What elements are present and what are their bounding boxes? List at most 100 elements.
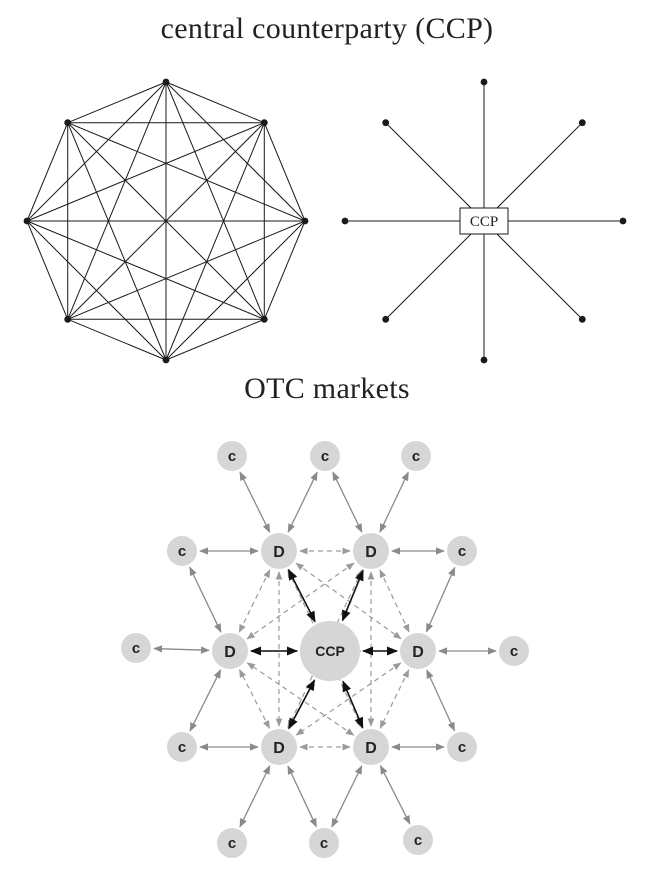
- client-node: [167, 732, 197, 762]
- client-dealer-link: [239, 471, 271, 533]
- client-node-label: c: [458, 543, 466, 560]
- mesh-edge: [165, 122, 265, 361]
- client-dealer-link: [426, 669, 456, 732]
- client-node: [310, 441, 340, 471]
- dealer-dealer-link: [238, 569, 271, 633]
- mesh-node: [260, 315, 268, 323]
- client-node-label: c: [458, 739, 466, 756]
- mesh-node: [23, 217, 31, 225]
- client-node-label: c: [414, 832, 422, 849]
- client-dealer-link: [332, 471, 363, 533]
- ccp-star: CCP: [341, 78, 627, 364]
- client-node-label: c: [178, 739, 186, 756]
- mesh-node: [64, 119, 72, 127]
- client-dealer-link: [189, 566, 222, 633]
- client-node-label: c: [132, 640, 140, 657]
- top-title: central counterparty (CCP): [160, 12, 494, 45]
- mesh-edge: [165, 318, 265, 361]
- ccp-box-label: CCP: [470, 214, 498, 230]
- client-dealer-link: [425, 566, 456, 633]
- client-node: [121, 633, 151, 663]
- client-node-label: c: [510, 643, 518, 660]
- mesh-node: [162, 78, 170, 86]
- dealer-node: [400, 633, 436, 669]
- client-node: [447, 732, 477, 762]
- dealer-node: [212, 633, 248, 669]
- client-node: [217, 828, 247, 858]
- client-node-label: c: [178, 543, 186, 560]
- star-spoke: [385, 220, 485, 320]
- dealer-node-label: D: [365, 740, 377, 757]
- mesh-node: [260, 119, 268, 127]
- client-node-label: c: [228, 448, 236, 465]
- star-spoke: [483, 122, 583, 222]
- mesh-edge: [67, 318, 167, 361]
- client-node: [217, 441, 247, 471]
- star-node: [382, 315, 390, 323]
- dealer-node: [353, 729, 389, 765]
- dealer-dealer-link: [239, 668, 270, 730]
- dealer-node: [353, 533, 389, 569]
- mesh-edge: [26, 122, 265, 222]
- mesh-edge: [67, 122, 167, 361]
- mesh-node: [64, 315, 72, 323]
- dealer-dealer-link: [379, 569, 410, 633]
- client-node: [167, 536, 197, 566]
- dealer-node-label: D: [273, 544, 285, 561]
- dealer-node: [261, 729, 297, 765]
- mesh-edge: [26, 122, 69, 222]
- star-node: [578, 119, 586, 127]
- dealer-node-label: D: [365, 544, 377, 561]
- mesh-edge: [165, 81, 265, 320]
- mesh-edge: [26, 220, 69, 320]
- mesh-node: [162, 356, 170, 364]
- star-node: [578, 315, 586, 323]
- star-spoke: [483, 220, 583, 320]
- dealer-ccp-link: [342, 680, 364, 729]
- client-node-label: c: [412, 448, 420, 465]
- star-node: [480, 78, 488, 86]
- client-node-label: c: [321, 448, 329, 465]
- client-dealer-link: [379, 471, 409, 533]
- client-node: [447, 536, 477, 566]
- mesh-node: [301, 217, 309, 225]
- dealer-ccp-link: [287, 568, 316, 623]
- client-dealer-link: [287, 471, 318, 533]
- mesh-edge: [67, 81, 167, 320]
- mesh-edge: [67, 220, 306, 320]
- client-dealer-link: [331, 765, 363, 828]
- dealer-dealer-link: [379, 669, 410, 729]
- bilateral-mesh: [23, 78, 309, 364]
- dealer-node-label: D: [224, 644, 236, 661]
- client-dealer-link: [239, 765, 271, 828]
- client-node: [403, 825, 433, 855]
- mesh-edge: [26, 220, 265, 320]
- ccp-node-label: CCP: [315, 643, 345, 659]
- client-node: [309, 828, 339, 858]
- mesh-edge: [26, 220, 167, 361]
- mesh-edge: [67, 122, 306, 222]
- mesh-edge: [263, 122, 306, 222]
- mesh-edge: [67, 81, 167, 124]
- client-node: [499, 636, 529, 666]
- mesh-edge: [263, 220, 306, 320]
- client-dealer-link: [153, 645, 210, 654]
- client-dealer-link: [287, 765, 317, 828]
- client-node: [401, 441, 431, 471]
- star-node: [480, 356, 488, 364]
- star-node: [382, 119, 390, 127]
- client-node-label: c: [228, 835, 236, 852]
- client-dealer-link: [189, 668, 222, 732]
- star-node: [341, 217, 349, 225]
- client-node-label: c: [320, 835, 328, 852]
- dealer-node: [261, 533, 297, 569]
- otc-title: OTC markets: [244, 372, 410, 405]
- mesh-edge: [165, 81, 265, 124]
- dealer-ccp-link: [288, 679, 316, 730]
- dealer-node-label: D: [412, 644, 424, 661]
- dealer-ccp-link: [341, 569, 364, 622]
- ccp-box: [459, 207, 509, 235]
- ccp-node: [300, 621, 360, 681]
